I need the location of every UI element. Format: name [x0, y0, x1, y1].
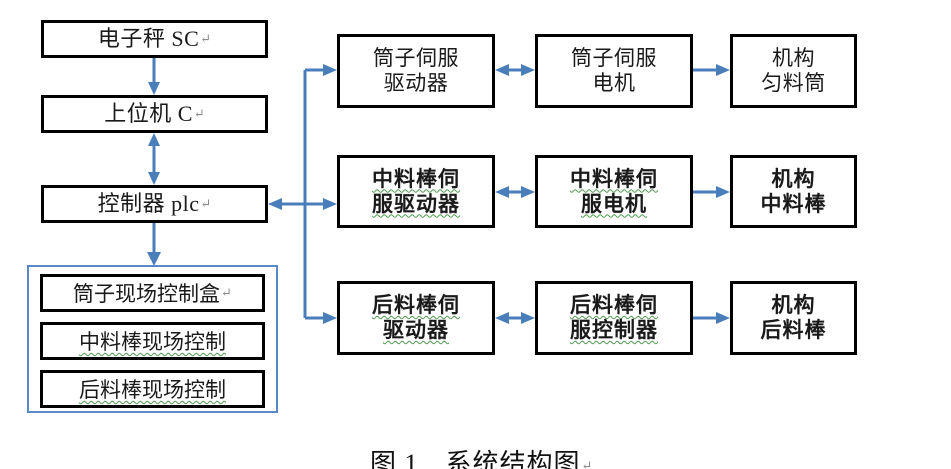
pilcrow-mark: ↵: [221, 285, 232, 300]
node-rear-rod-servo-controller: 后料棒伺 服控制器: [535, 281, 693, 355]
node-mechanism-blending-drum-label: 机构 匀料筒: [761, 46, 826, 95]
node-rear-rod-field-control-label: 后料棒现场控制: [79, 378, 226, 402]
arrow-scale-to-host: [148, 58, 160, 95]
arrow-trunk-to-row1: [305, 64, 337, 76]
node-middle-rod-field-control-label: 中料棒现场控制: [79, 330, 226, 354]
node-middle-rod-field-control: 中料棒现场控制: [40, 322, 265, 360]
node-bobbin-servo-motor: 筒子伺服 电机: [535, 34, 693, 108]
node-middle-rod-servo-driver-label: 中料棒伺 服驱动器: [372, 166, 460, 216]
node-electronic-scale: 电子秤 SC↵: [41, 20, 268, 58]
node-middle-rod-servo-motor-label: 中料棒伺 服电机: [570, 166, 658, 216]
node-host-computer: 上位机 C↵: [41, 95, 268, 133]
pilcrow-mark: ↵: [200, 31, 212, 47]
arrow-row2-driver-motor: [495, 186, 535, 198]
node-mechanism-rear-rod-label: 机构 后料棒: [760, 293, 827, 342]
node-rear-rod-servo-driver-label: 后料棒伺 驱动器: [372, 293, 460, 342]
figure-caption-text: 图 1 系统结构图: [370, 449, 581, 469]
node-controller-plc: 控制器 plc↵: [41, 185, 268, 223]
node-mechanism-rear-rod: 机构 后料棒: [730, 281, 857, 355]
node-bobbin-servo-driver-label: 筒子伺服 驱动器: [373, 46, 459, 95]
figure-caption: 图 1 系统结构图↵: [340, 413, 593, 469]
node-mechanism-middle-rod: 机构 中料棒: [730, 155, 857, 228]
pilcrow-mark: ↵: [200, 196, 212, 212]
node-electronic-scale-label: 电子秤 SC: [97, 26, 200, 52]
node-mechanism-blending-drum: 机构 匀料筒: [730, 34, 857, 108]
node-bobbin-field-control-box-label: 筒子现场控制盒: [73, 282, 221, 306]
node-middle-rod-servo-motor: 中料棒伺 服电机: [535, 155, 693, 228]
arrow-row1-motor-mechanism: [693, 64, 730, 76]
node-controller-plc-label: 控制器 plc: [97, 191, 200, 217]
arrow-row1-driver-motor: [495, 64, 535, 76]
arrow-row2-motor-mechanism: [693, 186, 730, 198]
arrow-plc-to-field-group: [147, 223, 161, 266]
node-rear-rod-servo-controller-label: 后料棒伺 服控制器: [570, 293, 658, 342]
node-rear-rod-servo-driver: 后料棒伺 驱动器: [337, 281, 495, 355]
arrow-trunk-to-row3: [305, 312, 337, 324]
pilcrow-mark: ↵: [193, 106, 205, 122]
node-bobbin-servo-driver: 筒子伺服 驱动器: [337, 34, 495, 108]
node-bobbin-field-control-box: 筒子现场控制盒↵: [40, 274, 265, 312]
arrow-trunk-to-row2: [305, 198, 337, 210]
node-middle-rod-servo-driver: 中料棒伺 服驱动器: [337, 155, 495, 228]
node-bobbin-servo-motor-label: 筒子伺服 电机: [571, 46, 657, 95]
arrow-plc-to-trunk: [268, 198, 305, 210]
pilcrow-mark: ↵: [581, 458, 594, 469]
arrow-row3-driver-motor: [495, 312, 535, 324]
node-rear-rod-field-control: 后料棒现场控制: [40, 370, 265, 408]
arrow-row3-motor-mechanism: [693, 312, 730, 324]
node-host-computer-label: 上位机 C: [104, 101, 193, 127]
arrow-host-to-plc: [148, 133, 160, 185]
node-mechanism-middle-rod-label: 机构 中料棒: [760, 166, 827, 216]
